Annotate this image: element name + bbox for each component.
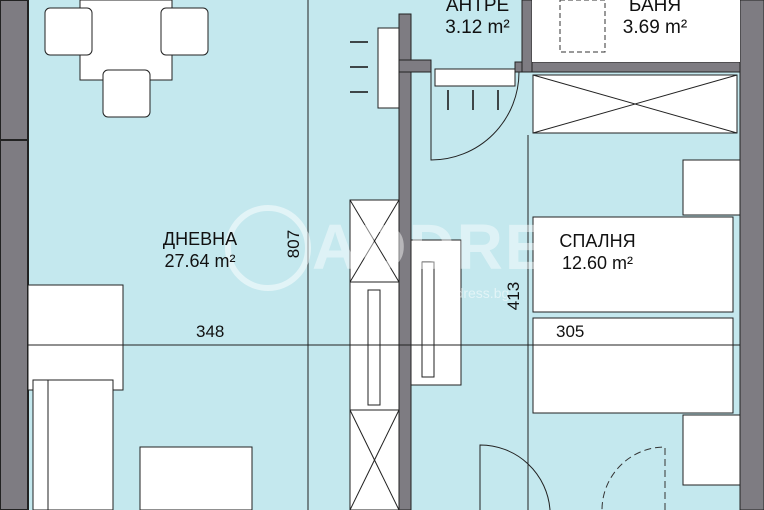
nightstand [682,159,741,216]
arrows-down-icon [447,90,499,110]
hall-wardrobe [434,68,516,87]
bedroom-door-swing [479,444,551,510]
dining-table [79,0,173,81]
dimension-living-width: 348 [196,322,225,341]
room-hall: АНТРЕ 3.12 m² [420,0,535,39]
right-wall [739,0,764,510]
room-name: ДНЕВНА [162,229,238,249]
dimension-bedroom-length: 413 [504,281,524,311]
left-wall [0,0,29,510]
bath-floor [532,0,740,62]
living-wardrobe [377,27,400,109]
arrows-left-icon [350,41,368,93]
entry-door-swing [430,71,520,161]
watermark-logo [225,205,311,291]
tv [421,261,435,378]
dimension-bedroom-width: 305 [556,322,585,341]
room-bedroom: СПАЛНЯ 12.60 m² [535,230,660,274]
chair [102,69,151,118]
room-bath: БАНЯ 3.69 m² [605,0,705,39]
kitchen-counter [27,284,124,391]
room-area: 12.60 m² [561,253,634,273]
room-area: 3.12 m² [445,17,510,38]
desk [410,239,462,386]
room-area: 3.69 m² [622,17,688,38]
room-area: 27.64 m² [164,251,236,271]
hall-wall-stub [398,59,432,73]
chair [160,7,209,56]
tv [367,289,381,406]
bath-wall [514,61,741,73]
shower [559,0,606,53]
room-name: СПАЛНЯ [559,231,636,251]
room-name: БАНЯ [628,0,682,16]
watermark-sub: address.bg [440,285,510,301]
room-name: АНТРЕ [445,0,510,16]
sofa [32,379,114,510]
bed [532,317,734,414]
nightstand [682,414,741,486]
coffee-table [139,446,253,510]
room-living: ДНЕВНА 27.64 m² [130,228,270,272]
chair [44,7,93,56]
closet-door-swing [601,446,666,510]
dimension-living-length: 807 [284,229,304,259]
